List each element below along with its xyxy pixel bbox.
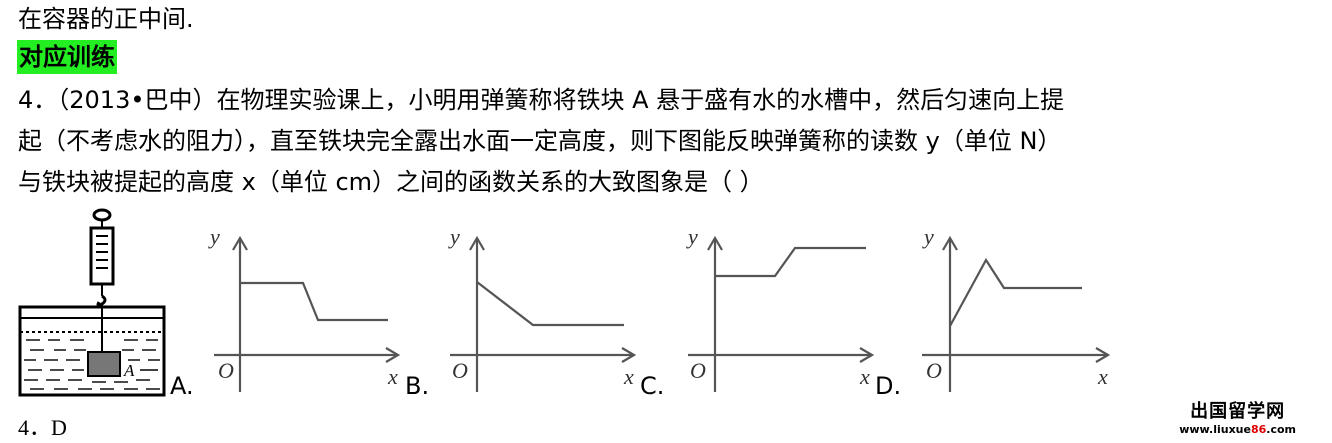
graph-a (214, 235, 401, 392)
graph-c (688, 235, 875, 392)
watermark-url-red: 86 (1250, 423, 1267, 436)
question-line-1: 4．（2013•巴中）在物理实验课上，小明用弹簧称将铁块 A 悬于盛有水的水槽中… (18, 86, 1065, 114)
block-label: A (123, 361, 135, 380)
watermark-url-prefix: www.liuxue (1179, 423, 1251, 436)
graph-a-x-label: x (387, 364, 398, 389)
text-line-1: 在容器的正中间. (18, 5, 194, 33)
graph-b-y-label: y (448, 224, 460, 249)
graph-b (450, 235, 637, 392)
graph-c-y-label: y (686, 224, 698, 249)
graph-c-origin-label: O (690, 358, 706, 383)
question-line-3: 与铁块被提起的高度 x（单位 cm）之间的函数关系的大致图象是（ ） (18, 168, 764, 196)
watermark-url: www.liuxue86.com (1179, 421, 1296, 439)
graph-b-origin-label: O (452, 358, 468, 383)
option-c-label[interactable]: C. (640, 372, 665, 400)
answer-text: 4．D (18, 415, 67, 440)
graph-b-x-label: x (623, 364, 634, 389)
section-tag: 对应训练 (17, 40, 117, 74)
graph-d-origin-label: O (926, 358, 942, 383)
graph-d (922, 235, 1111, 392)
graph-d-x-label: x (1097, 364, 1108, 389)
watermark-title: 出国留学网 (1190, 401, 1286, 422)
apparatus-figure (18, 208, 166, 397)
option-b-label[interactable]: B. (405, 372, 430, 400)
option-a-label[interactable]: A. (170, 372, 194, 400)
graph-a-origin-label: O (218, 358, 234, 383)
question-line-2: 起（不考虑水的阻力），直至铁块完全露出水面一定高度，则下图能反映弹簧称的读数 y… (18, 127, 1062, 155)
watermark-url-suffix: .com (1266, 423, 1296, 436)
graph-c-x-label: x (859, 364, 870, 389)
watermark: 出国留学网 www.liuxue86.com (1179, 403, 1296, 439)
graph-d-y-label: y (922, 224, 934, 249)
graph-a-y-label: y (208, 224, 220, 249)
option-d-label[interactable]: D. (875, 372, 902, 400)
water-texture (24, 339, 160, 390)
